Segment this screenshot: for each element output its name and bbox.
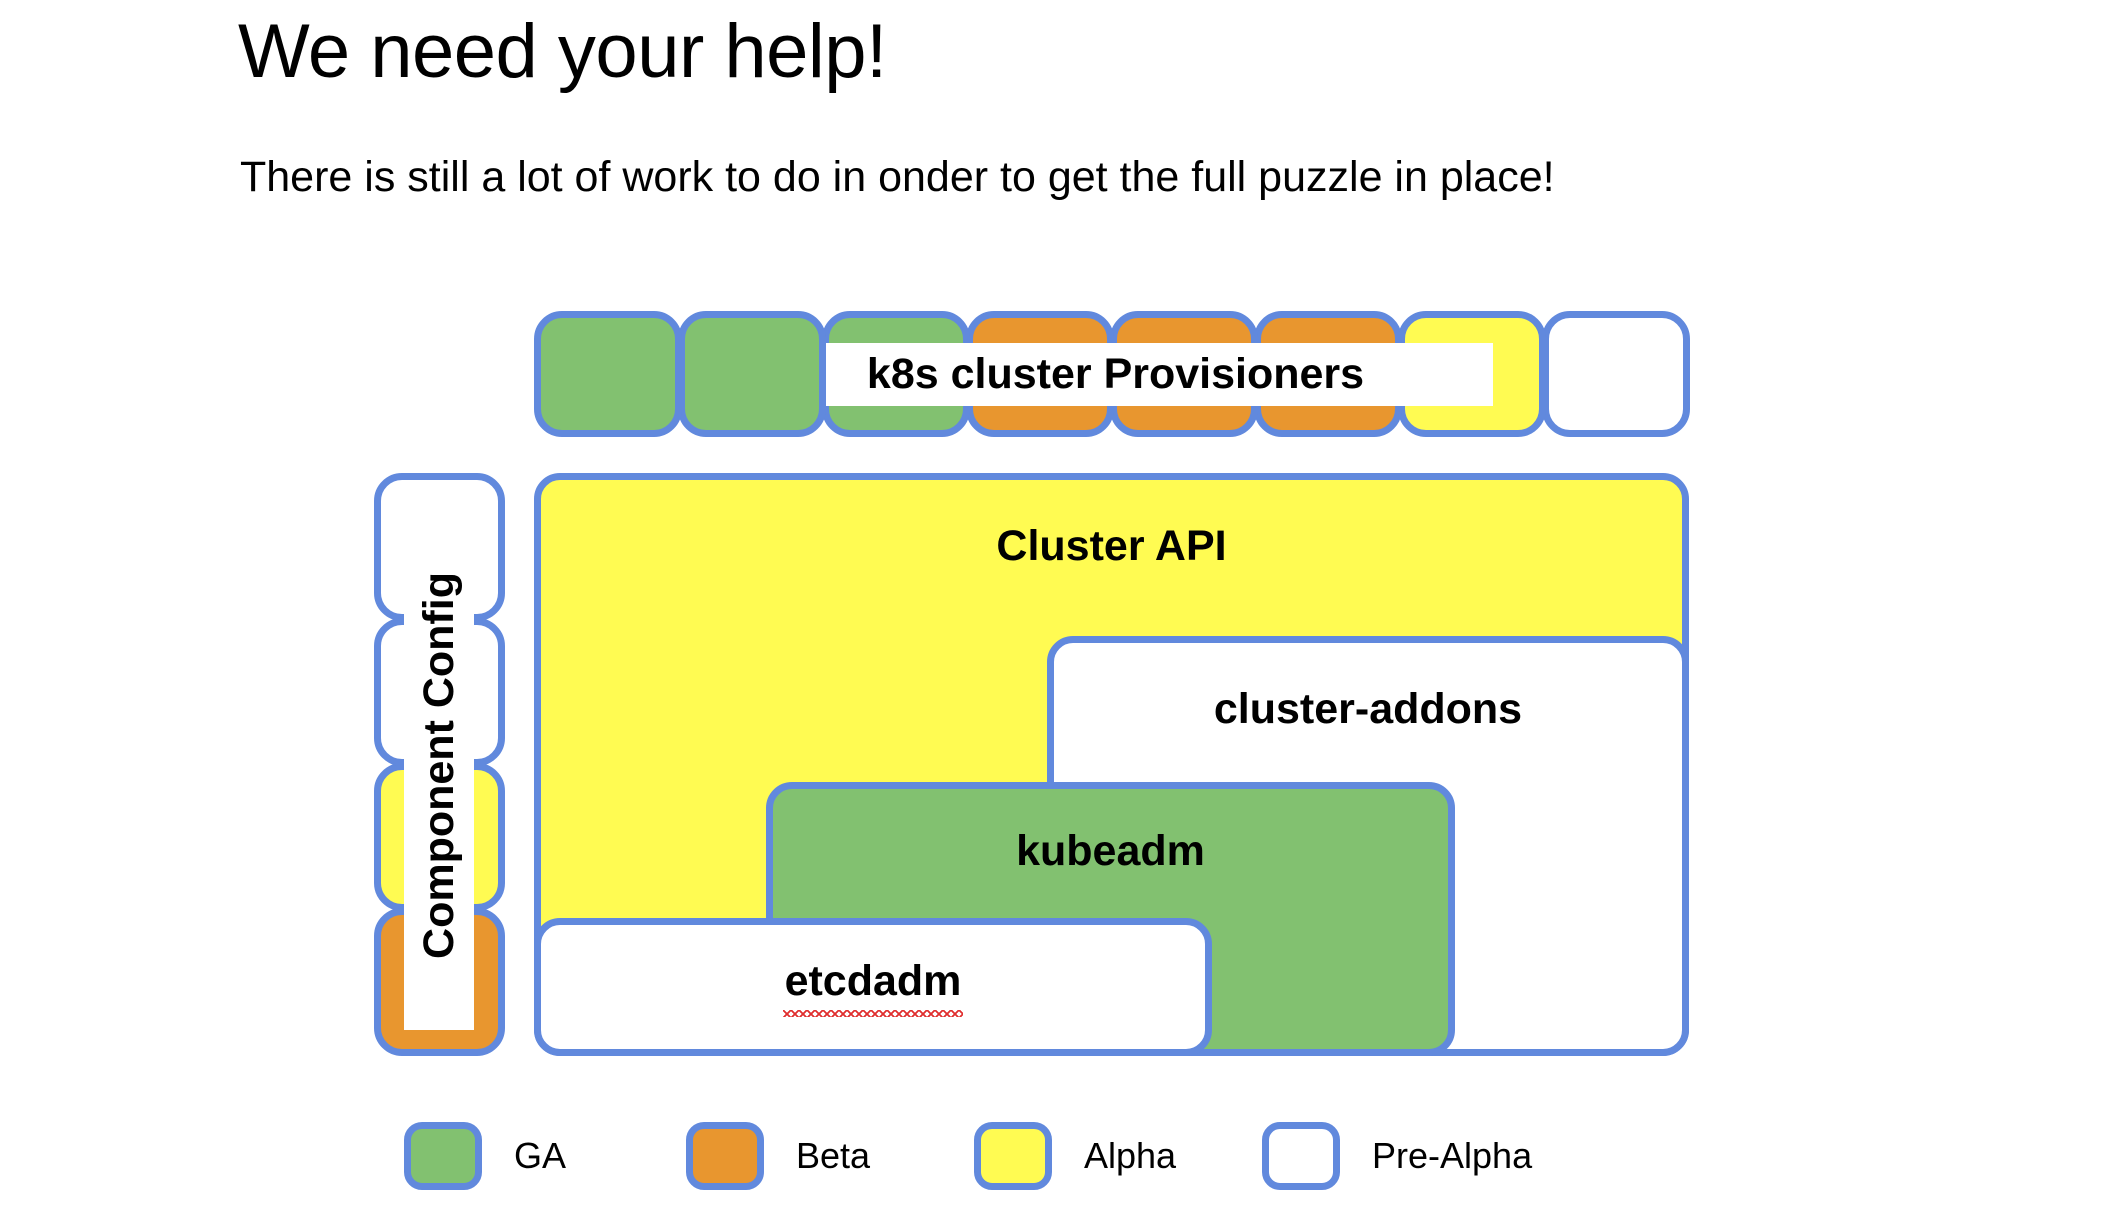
page-subtitle: There is still a lot of work to do in on… bbox=[240, 153, 1555, 201]
status-legend: GA Beta Alpha Pre-Alpha bbox=[404, 1120, 1704, 1198]
component-config-label-banner: Component Config bbox=[404, 500, 474, 1030]
legend-item-ga: GA bbox=[404, 1120, 566, 1192]
legend-item-alpha: Alpha bbox=[974, 1120, 1176, 1192]
box-kubeadm-label: kubeadm bbox=[1016, 827, 1205, 875]
legend-item-beta: Beta bbox=[686, 1120, 870, 1192]
page-title: We need your help! bbox=[238, 9, 887, 94]
legend-swatch-ga bbox=[404, 1122, 482, 1190]
etcdadm-misspelled-word: etcdadm bbox=[782, 957, 964, 1017]
provisioner-cell-2 bbox=[678, 311, 826, 437]
box-etcdadm-label: etcdadm bbox=[541, 957, 1205, 1017]
legend-swatch-pre-alpha bbox=[1262, 1122, 1340, 1190]
k8s-cluster-provisioners-row bbox=[534, 311, 1690, 437]
legend-swatch-beta bbox=[686, 1122, 764, 1190]
provisioner-cell-8 bbox=[1542, 311, 1690, 437]
k8s-cluster-provisioners-label: k8s cluster Provisioners bbox=[738, 343, 1493, 406]
box-cluster-addons-label: cluster-addons bbox=[1213, 685, 1523, 733]
box-cluster-api-label: Cluster API bbox=[996, 522, 1227, 570]
component-config-label: Component Config bbox=[414, 571, 463, 959]
legend-item-pre-alpha: Pre-Alpha bbox=[1262, 1120, 1532, 1192]
box-etcdadm: etcdadm bbox=[534, 918, 1212, 1056]
provisioner-cell-1 bbox=[534, 311, 682, 437]
legend-label-alpha: Alpha bbox=[1084, 1135, 1177, 1176]
legend-label-beta: Beta bbox=[796, 1135, 871, 1176]
legend-label-ga: GA bbox=[514, 1135, 567, 1176]
legend-label-pre-alpha: Pre-Alpha bbox=[1372, 1135, 1533, 1176]
legend-swatch-alpha bbox=[974, 1122, 1052, 1190]
